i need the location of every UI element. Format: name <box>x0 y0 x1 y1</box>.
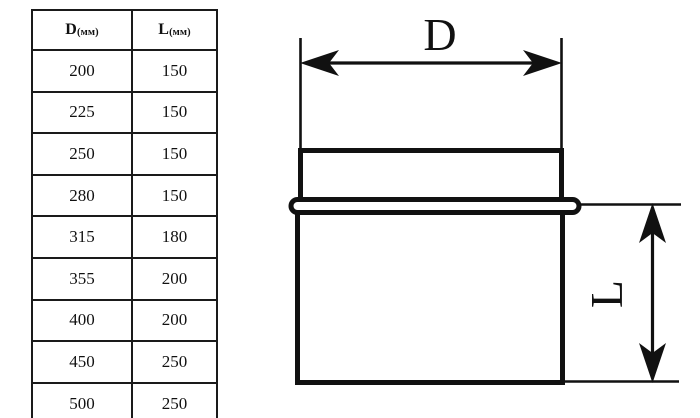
cell-d: 400 <box>31 298 133 343</box>
d-arrowhead-left-icon <box>300 50 339 76</box>
cell-d: 315 <box>31 215 133 259</box>
table-row: 280 150 <box>31 173 218 218</box>
column-symbol-d: D <box>65 21 78 38</box>
cell-d: 280 <box>31 173 133 218</box>
d-arrowhead-right-icon <box>523 50 562 76</box>
column-unit-l: (мм) <box>169 27 191 38</box>
cell-d: 355 <box>31 256 133 301</box>
pipe-main-body <box>295 203 565 385</box>
cell-l: 180 <box>131 215 218 259</box>
cell-l: 150 <box>131 173 218 218</box>
d-dimension-label: D <box>423 9 456 60</box>
cell-d: 450 <box>31 340 133 384</box>
pipe-flange-ring <box>288 197 582 215</box>
l-arrowhead-bottom-icon <box>639 343 666 383</box>
column-unit-d: (мм) <box>77 27 99 38</box>
cell-l: 250 <box>131 381 218 418</box>
cell-l: 250 <box>131 340 218 384</box>
column-header-d: D(мм) <box>31 9 133 51</box>
cell-d: 250 <box>31 132 133 176</box>
table-row: 225 150 <box>31 90 218 135</box>
pipe-drawing-svg: D L <box>288 9 681 385</box>
table-header-row: D(мм) L(мм) <box>31 9 218 51</box>
pipe-drawing: D L <box>255 0 700 418</box>
cell-l: 150 <box>131 49 218 93</box>
l-arrowhead-top-icon <box>639 203 666 243</box>
table-row: 355 200 <box>31 256 218 301</box>
column-header-l: L(мм) <box>131 9 218 51</box>
l-dimension-label: L <box>581 280 632 308</box>
dimension-table: D(мм) L(мм) 200 150 225 150 250 150 <box>31 9 218 418</box>
table-row: 400 200 <box>31 298 218 343</box>
cell-d: 225 <box>31 90 133 135</box>
column-symbol-l: L <box>158 21 170 38</box>
cell-l: 150 <box>131 90 218 135</box>
cell-d: 200 <box>31 49 133 93</box>
dimension-table-container: D(мм) L(мм) 200 150 225 150 250 150 <box>31 9 218 418</box>
table-row: 200 150 <box>31 49 218 93</box>
table-row: 500 250 <box>31 381 218 418</box>
table-row: 450 250 <box>31 340 218 384</box>
cell-d: 500 <box>31 381 133 418</box>
table-row: 315 180 <box>31 215 218 259</box>
table-row: 250 150 <box>31 132 218 176</box>
pipe-upper-section <box>298 148 564 208</box>
cell-l: 200 <box>131 256 218 301</box>
cell-l: 150 <box>131 132 218 176</box>
cell-l: 200 <box>131 298 218 343</box>
